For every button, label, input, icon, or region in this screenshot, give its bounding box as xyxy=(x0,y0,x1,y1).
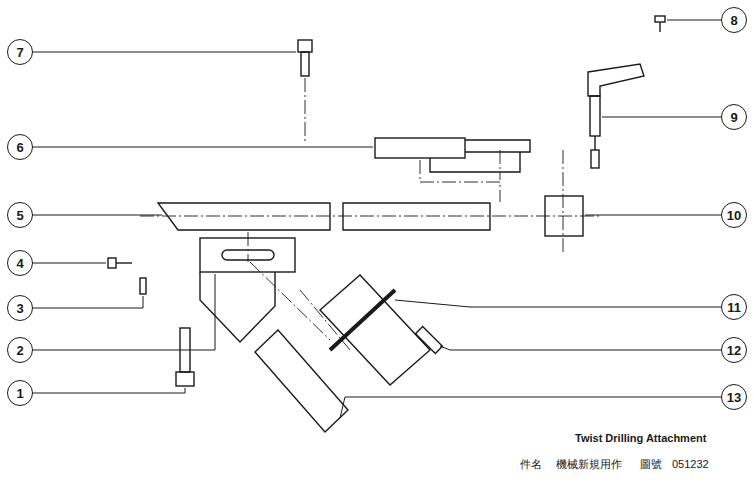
title-block-text: 件名 xyxy=(520,458,542,470)
callout-number: 10 xyxy=(727,209,741,222)
callout-circle: 12 xyxy=(721,337,747,363)
leader-line xyxy=(33,20,721,418)
callout-number: 2 xyxy=(16,344,23,357)
clamp-part xyxy=(200,238,295,342)
drawing-title: Twist Drilling Attachment xyxy=(575,432,706,444)
callout-number: 12 xyxy=(727,344,741,357)
callout-circle: 13 xyxy=(721,384,747,410)
callout-circle: 6 xyxy=(7,134,33,160)
bar-part xyxy=(158,203,490,230)
screw-part xyxy=(655,16,665,32)
callout-number: 5 xyxy=(16,209,23,222)
callout-number: 4 xyxy=(16,257,23,270)
callout-circle: 8 xyxy=(721,7,747,33)
callout-circle: 2 xyxy=(7,337,33,363)
callout-number: 8 xyxy=(730,14,737,27)
callout-number: 13 xyxy=(727,391,741,404)
callout-circle: 7 xyxy=(7,39,33,65)
callout-circle: 9 xyxy=(721,104,747,130)
bracket-part xyxy=(375,138,530,172)
center-line xyxy=(140,78,600,350)
callout-circle: 1 xyxy=(7,380,33,406)
title-block-text: 051232 xyxy=(672,458,709,470)
callout-number: 9 xyxy=(730,111,737,124)
arm-part xyxy=(320,275,442,385)
callout-circle: 3 xyxy=(7,295,33,321)
callout-circle: 5 xyxy=(7,202,33,228)
pin-part xyxy=(108,258,146,294)
callout-number: 3 xyxy=(16,302,23,315)
callout-circle: 11 xyxy=(721,294,747,320)
title-block-text: 圖號 xyxy=(640,458,662,470)
callout-number: 11 xyxy=(727,301,741,314)
callout-circle: 4 xyxy=(7,250,33,276)
handle-part xyxy=(588,64,644,168)
callout-number: 7 xyxy=(16,46,23,59)
callout-number: 6 xyxy=(16,141,23,154)
screw-part xyxy=(176,328,194,386)
screw-part xyxy=(298,40,312,76)
block-part xyxy=(545,196,583,236)
callout-circle: 10 xyxy=(721,202,747,228)
title-block-text: 機械新規用作 xyxy=(556,458,622,470)
callout-number: 1 xyxy=(16,387,23,400)
